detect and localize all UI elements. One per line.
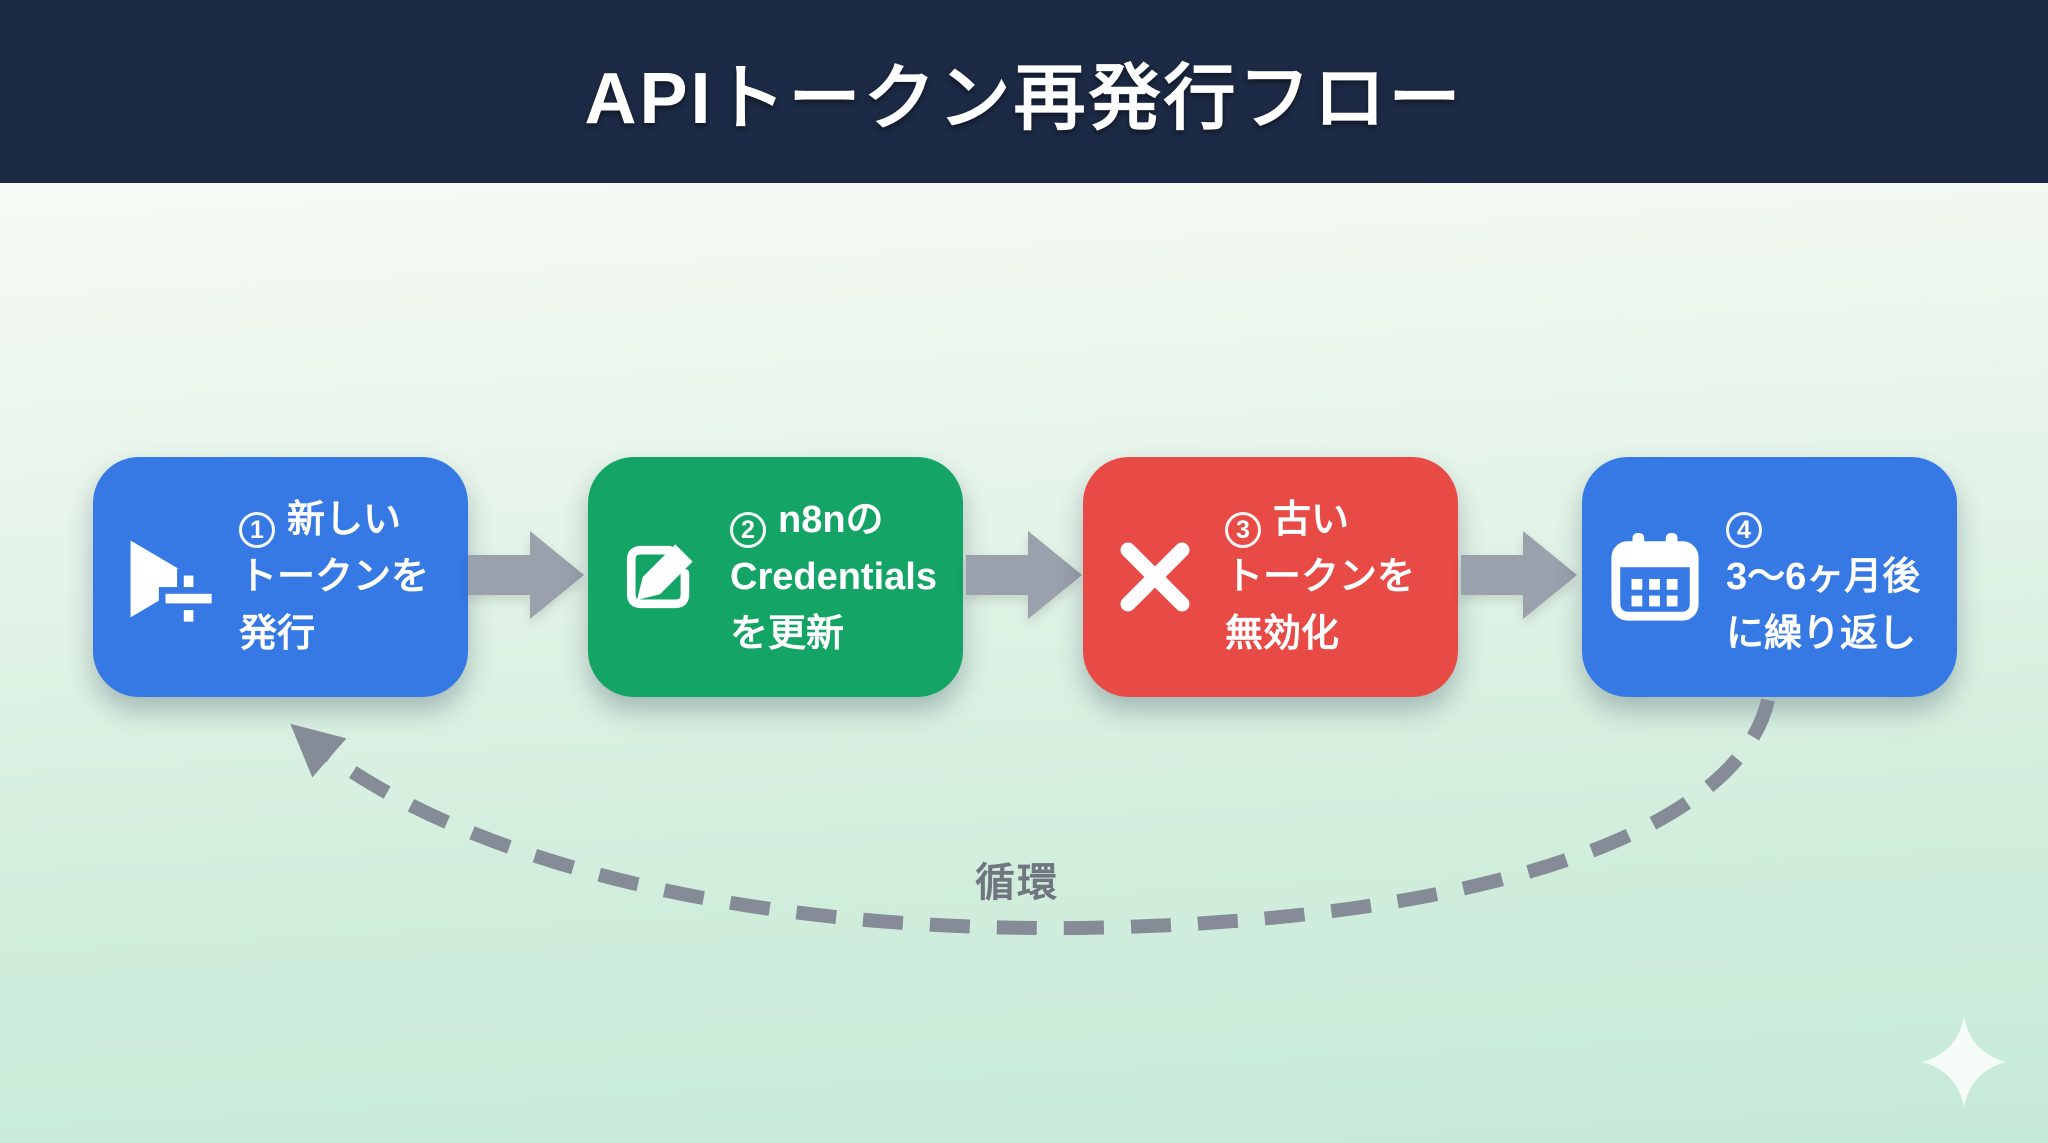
step-line: 発行 xyxy=(239,612,316,655)
step-box-update-credentials: 2 n8nの Credentials を更新 xyxy=(588,457,963,697)
step-box-repeat-schedule: 4 3〜6ヶ月後 に繰り返し xyxy=(1582,457,1957,697)
step-line: 3 古い xyxy=(1225,492,1415,549)
arrow-right-icon xyxy=(966,531,1082,619)
page-title: APIトークン再発行フロー xyxy=(584,59,1464,139)
step-number-badge: 2 xyxy=(730,512,766,548)
step-line: 1 新しい xyxy=(239,492,429,549)
step-line: Credentials xyxy=(730,555,937,598)
loop-label: 循環 xyxy=(975,861,1059,905)
step-number-badge: 1 xyxy=(239,512,275,548)
step-line: トークンを xyxy=(239,555,430,598)
step-line-text: 古い xyxy=(1273,498,1350,541)
step-text: 1 新しい トークンを 発行 xyxy=(239,492,429,663)
step-line: 無効化 xyxy=(1225,612,1340,655)
step-number-badge: 3 xyxy=(1225,512,1261,548)
play-plus-icon xyxy=(119,527,215,627)
step-text: 3 古い トークンを 無効化 xyxy=(1225,492,1415,663)
step-line: 3〜6ヶ月後 xyxy=(1726,555,1921,598)
step-line: に繰り返し xyxy=(1726,612,1917,655)
step-number-badge: 4 xyxy=(1726,512,1762,548)
step-line-text: n8nの xyxy=(778,498,884,541)
edit-icon xyxy=(614,531,706,623)
step-line: トークンを xyxy=(1225,555,1416,598)
x-icon xyxy=(1109,537,1201,617)
step-box-invalidate-old-token: 3 古い トークンを 無効化 xyxy=(1083,457,1458,697)
arrow-right-icon xyxy=(1461,531,1577,619)
calendar-icon xyxy=(1608,530,1702,624)
step-line-text: 新しい xyxy=(287,498,402,541)
step-line: 2 n8nの xyxy=(730,492,937,549)
header-band: APIトークン再発行フロー xyxy=(0,0,2048,183)
arrow-right-icon xyxy=(468,531,584,619)
step-text: 4 3〜6ヶ月後 に繰り返し xyxy=(1726,492,1920,663)
step-text: 2 n8nの Credentials を更新 xyxy=(730,492,937,663)
step-line: 4 xyxy=(1726,492,1920,549)
step-line: を更新 xyxy=(730,612,845,655)
sparkle-icon xyxy=(1922,1016,2006,1108)
step-box-issue-new-token: 1 新しい トークンを 発行 xyxy=(93,457,468,697)
